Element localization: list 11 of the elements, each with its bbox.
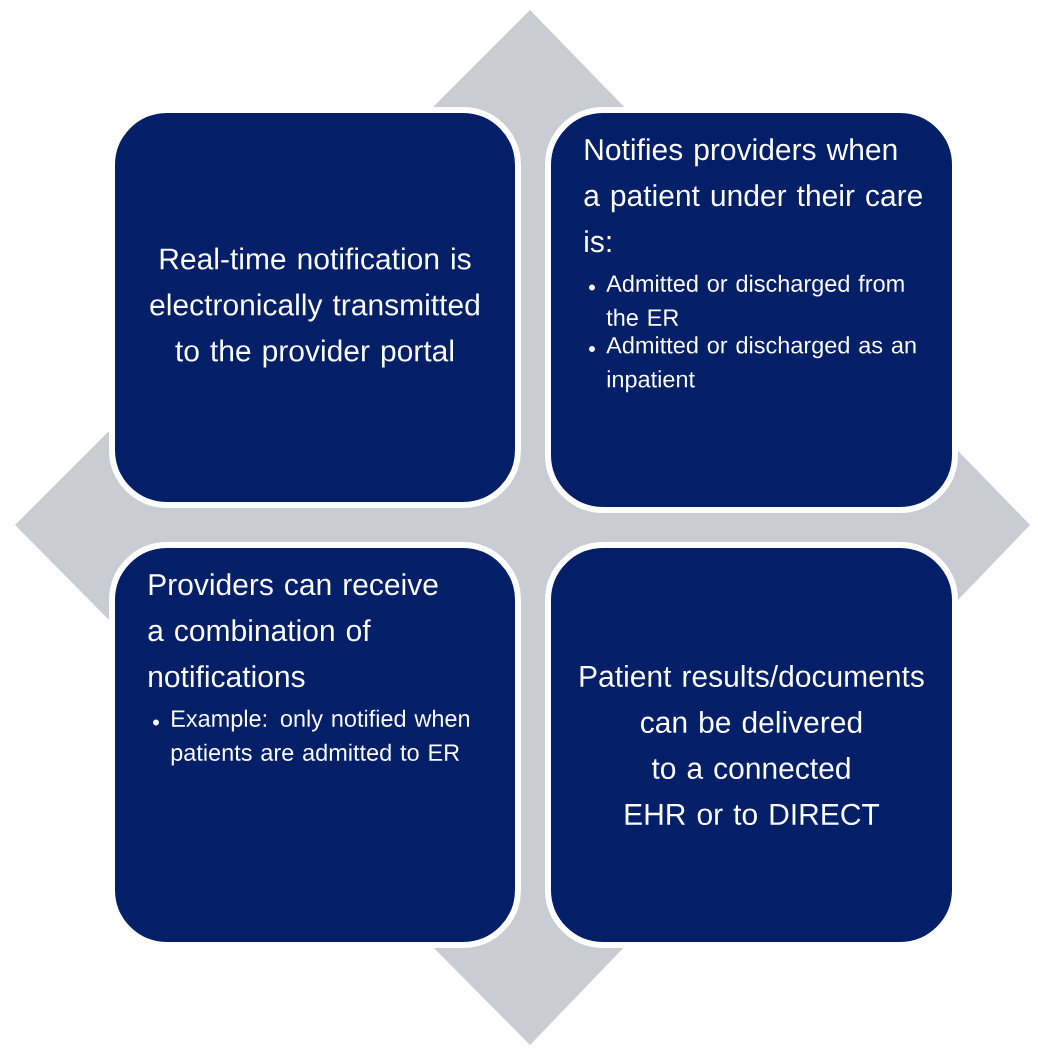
box-text: Patient results/documents can be delivered to a connected EHR or to DIRECT <box>580 665 924 826</box>
box-text: Real-time notification is electronically transmitted to the provider portal <box>150 247 479 368</box>
box-heading: Providers can receive a combination of notifications <box>148 573 438 688</box>
bullet-item: Admitted or discharged as an inpatient <box>589 336 916 393</box>
box-heading: Notifies providers when a patient under their care is: <box>584 138 922 253</box>
text-box <box>545 542 958 948</box>
bullet-item: Example: only notified when patients are admitted to ER <box>153 709 470 766</box>
text-box <box>545 107 958 513</box>
text-box <box>109 107 521 508</box>
text-box <box>109 542 521 948</box>
bullet-item: Admitted or discharged from the ER <box>589 274 904 326</box>
